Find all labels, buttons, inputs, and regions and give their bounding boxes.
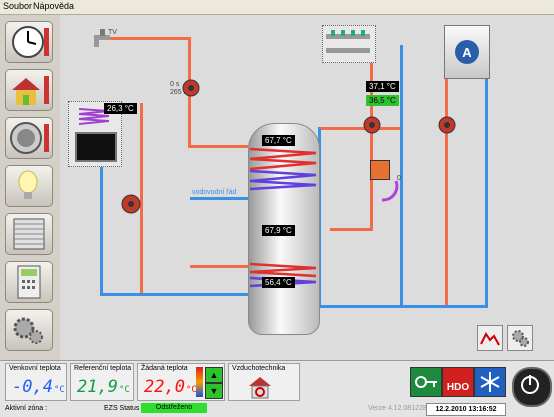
reference-temp-title: Referenční teplota	[74, 365, 132, 372]
hot-pipe	[190, 265, 248, 268]
solar-collector[interactable]	[68, 101, 122, 167]
water-supply-label: vodovodní řád	[192, 189, 237, 196]
cold-pipe	[318, 305, 488, 308]
heating-temp: 37,1 °C	[366, 81, 399, 92]
pump-icon[interactable]	[362, 115, 382, 135]
house-button[interactable]	[5, 69, 53, 111]
manifold-icon	[326, 30, 370, 53]
cold-pipe	[485, 75, 488, 307]
solar-temp: 26,3 °C	[104, 103, 137, 114]
gears-icon	[13, 317, 43, 344]
tank-coil-top	[249, 147, 317, 191]
thermostat-icon	[10, 122, 49, 154]
cold-pipe	[190, 197, 250, 200]
hot-pipe	[445, 75, 448, 305]
control-unit-icon	[17, 265, 41, 299]
hot-pipe	[330, 228, 373, 231]
settings-button[interactable]	[5, 309, 53, 351]
active-zone-label: Aktivní zóna :	[5, 405, 48, 412]
ventilation-title: Vzduchotechnika	[232, 365, 286, 372]
gears-icon	[512, 330, 529, 347]
svg-text:A: A	[462, 45, 472, 60]
reference-temp-panel: Referenční teplota 21,9°C	[70, 363, 134, 401]
valve-arc-icon	[381, 180, 399, 202]
key-button[interactable]	[410, 367, 442, 397]
cold-pipe	[100, 293, 250, 296]
water-tap-icon	[94, 29, 110, 47]
sidebar	[0, 15, 60, 360]
pump-label-1: 0 s	[170, 81, 180, 88]
power-button[interactable]	[512, 367, 552, 407]
menu-bar: Soubor Nápověda	[0, 0, 554, 15]
reference-temp-value: 21,9°C	[77, 377, 130, 397]
pump-label-2: 265 s	[170, 89, 188, 96]
ventilation-panel: Vzduchotechnika	[228, 363, 300, 401]
pump-icon[interactable]	[120, 193, 142, 215]
chart-icon	[480, 332, 500, 346]
hdo-button[interactable]: HDO	[442, 367, 474, 397]
hot-pipe	[140, 103, 143, 293]
setpoint-scale	[196, 367, 203, 397]
heating-diagram: TV 0 s 265 s 26,3 °C 67,7 °C 67,9 °C 56,…	[60, 15, 554, 360]
mixing-valve-label: 0	[397, 175, 401, 182]
pump-icon[interactable]	[437, 115, 457, 135]
hot-pipe	[188, 145, 248, 148]
heating-setpoint: 36,5 °C	[366, 95, 399, 106]
outdoor-temp-unit: °C	[53, 385, 65, 395]
pump-icon[interactable]	[182, 79, 200, 97]
outdoor-temp-number: -0,4	[12, 377, 53, 397]
cold-pipe	[400, 45, 403, 305]
tap-label: TV	[108, 29, 117, 36]
setpoint-down-button[interactable]: ▼	[205, 383, 223, 399]
house-icon	[12, 76, 49, 105]
reference-temp-number: 21,9	[77, 377, 118, 397]
frost-button[interactable]	[474, 367, 506, 397]
heat-pump-logo: A	[455, 40, 479, 64]
setpoint-value: 22,0°C	[144, 377, 197, 397]
setpoint-number: 22,0	[144, 377, 185, 397]
key-icon	[415, 376, 437, 388]
blinds-button[interactable]	[5, 213, 53, 255]
status-panel: Venkovní teplota -0,4°C Referenční teplo…	[0, 360, 554, 417]
tank-bottom-temp: 56,4 °C	[262, 277, 295, 288]
power-icon	[521, 375, 539, 394]
solar-panel	[75, 132, 117, 162]
clock-button[interactable]	[5, 21, 53, 63]
chart-button[interactable]	[477, 325, 503, 351]
menu-napoveda[interactable]: Nápověda	[33, 1, 75, 11]
tank-mid-temp: 67,9 °C	[262, 225, 295, 236]
light-bulb-icon	[18, 170, 38, 199]
blinds-icon	[13, 218, 45, 250]
outdoor-temp-panel: Venkovní teplota -0,4°C	[5, 363, 67, 401]
mixing-valve[interactable]	[370, 160, 390, 180]
hot-pipe	[370, 45, 373, 230]
heating-manifold[interactable]	[322, 25, 376, 63]
tank-top-temp: 67,7 °C	[262, 135, 295, 146]
heat-pump-unit[interactable]: A	[444, 25, 490, 79]
outdoor-temp-title: Venkovní teplota	[9, 365, 61, 372]
thermostat-button[interactable]	[5, 117, 53, 159]
diagram-settings-button[interactable]	[507, 325, 533, 351]
ezs-label: EZS Status :	[104, 405, 144, 412]
ventilation-icon[interactable]	[247, 374, 273, 400]
setpoint-up-button[interactable]: ▲	[205, 367, 223, 383]
reference-temp-unit: °C	[118, 385, 130, 395]
cold-pipe	[100, 135, 103, 295]
datetime: 12.2.2010 13:16:52	[426, 403, 506, 416]
setpoint-title: Žádaná teplota	[141, 365, 188, 372]
setpoint-panel: Žádaná teplota 22,0°C ▲ ▼	[137, 363, 225, 401]
hdo-label: HDO	[446, 382, 470, 393]
version-label: Verze 4.12.081228.0	[368, 405, 433, 412]
control-unit-button[interactable]	[5, 261, 53, 303]
menu-soubor[interactable]: Soubor	[3, 1, 33, 11]
setpoint-unit: °C	[185, 385, 197, 395]
ezs-status: Odstřeženo	[141, 403, 207, 413]
snowflake-icon	[480, 372, 500, 392]
light-button[interactable]	[5, 165, 53, 207]
clock-icon	[12, 26, 49, 58]
outdoor-temp-value: -0,4°C	[12, 377, 65, 397]
hot-pipe	[320, 127, 400, 130]
hot-pipe	[100, 37, 190, 40]
